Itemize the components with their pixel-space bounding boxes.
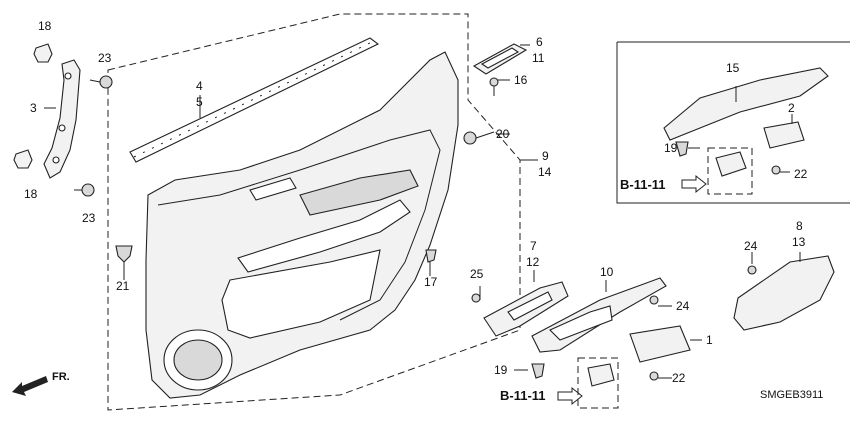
garnish-7-12 <box>483 281 569 337</box>
callout-23-bottom: 23 <box>82 211 96 225</box>
callout-labels: 18 23 3 18 23 4 5 6 11 16 20 9 14 21 17 … <box>24 19 808 385</box>
leader-lines <box>44 44 801 379</box>
callout-24-mid: 24 <box>676 299 690 313</box>
door-lining-panel <box>145 51 459 399</box>
callout-2: 2 <box>788 101 795 115</box>
clip-20 <box>463 131 495 145</box>
switch-bottom-box <box>577 357 619 409</box>
ref-arrow-bottom <box>557 386 583 406</box>
screw-24-mid <box>649 295 659 305</box>
callout-5: 5 <box>196 95 203 109</box>
switch-panel-10 <box>531 277 667 353</box>
callout-15: 15 <box>726 61 740 75</box>
callout-18-bottom: 18 <box>24 187 38 201</box>
callout-16: 16 <box>514 73 528 87</box>
diagram-code: SMGEB3911 <box>760 389 823 401</box>
weatherstrip-4-5 <box>129 37 380 163</box>
callout-22-inset: 22 <box>794 167 808 181</box>
screw-25 <box>471 293 481 303</box>
screw-22-inset <box>771 165 781 175</box>
callout-23-top: 23 <box>98 51 112 65</box>
clip-17 <box>425 249 437 263</box>
callout-20: 20 <box>496 127 510 141</box>
callout-21: 21 <box>116 279 130 293</box>
bracket-3 <box>43 59 81 179</box>
callout-14: 14 <box>538 165 552 179</box>
garnish-15 <box>663 67 829 141</box>
callout-3: 3 <box>30 101 37 115</box>
callout-6: 6 <box>536 35 543 49</box>
callout-24-right: 24 <box>744 239 758 253</box>
callout-12: 12 <box>526 255 540 269</box>
callout-9: 9 <box>542 149 549 163</box>
callout-10: 10 <box>600 265 614 279</box>
callout-17: 17 <box>424 275 438 289</box>
clip-21 <box>115 245 133 263</box>
callout-19-bottom: 19 <box>494 363 508 377</box>
front-arrow <box>12 376 48 396</box>
callout-19-inset: 19 <box>664 141 678 155</box>
switch-1 <box>629 325 691 363</box>
callout-8: 8 <box>796 219 803 233</box>
callout-4: 4 <box>196 79 203 93</box>
screw-23-top <box>89 75 113 89</box>
ref-label-top: B-11-11 <box>620 177 666 192</box>
callout-13: 13 <box>792 235 806 249</box>
front-label: FR. <box>52 371 70 383</box>
callout-18-top: 18 <box>38 19 52 33</box>
inset-box <box>616 41 850 204</box>
switch-2 <box>763 121 805 149</box>
callout-22-bottom: 22 <box>672 371 686 385</box>
switch-inset-box <box>707 147 753 195</box>
clip-19-inset <box>675 141 689 157</box>
callout-11: 11 <box>532 51 545 65</box>
clip-19-bottom <box>531 363 545 379</box>
callout-25: 25 <box>470 267 484 281</box>
clip-18-bottom <box>13 149 33 169</box>
screw-23-bottom <box>74 183 95 197</box>
screw-22-bottom <box>649 371 659 381</box>
callout-1: 1 <box>706 333 713 347</box>
screw-16 <box>489 77 499 96</box>
bezel-6-11 <box>472 43 528 75</box>
clip-18-top <box>33 43 53 63</box>
screw-24-right <box>747 265 757 275</box>
ref-arrow-top <box>681 174 707 194</box>
armrest-8-13 <box>733 255 835 331</box>
ref-label-bottom: B-11-11 <box>500 388 546 403</box>
callout-7: 7 <box>530 239 537 253</box>
